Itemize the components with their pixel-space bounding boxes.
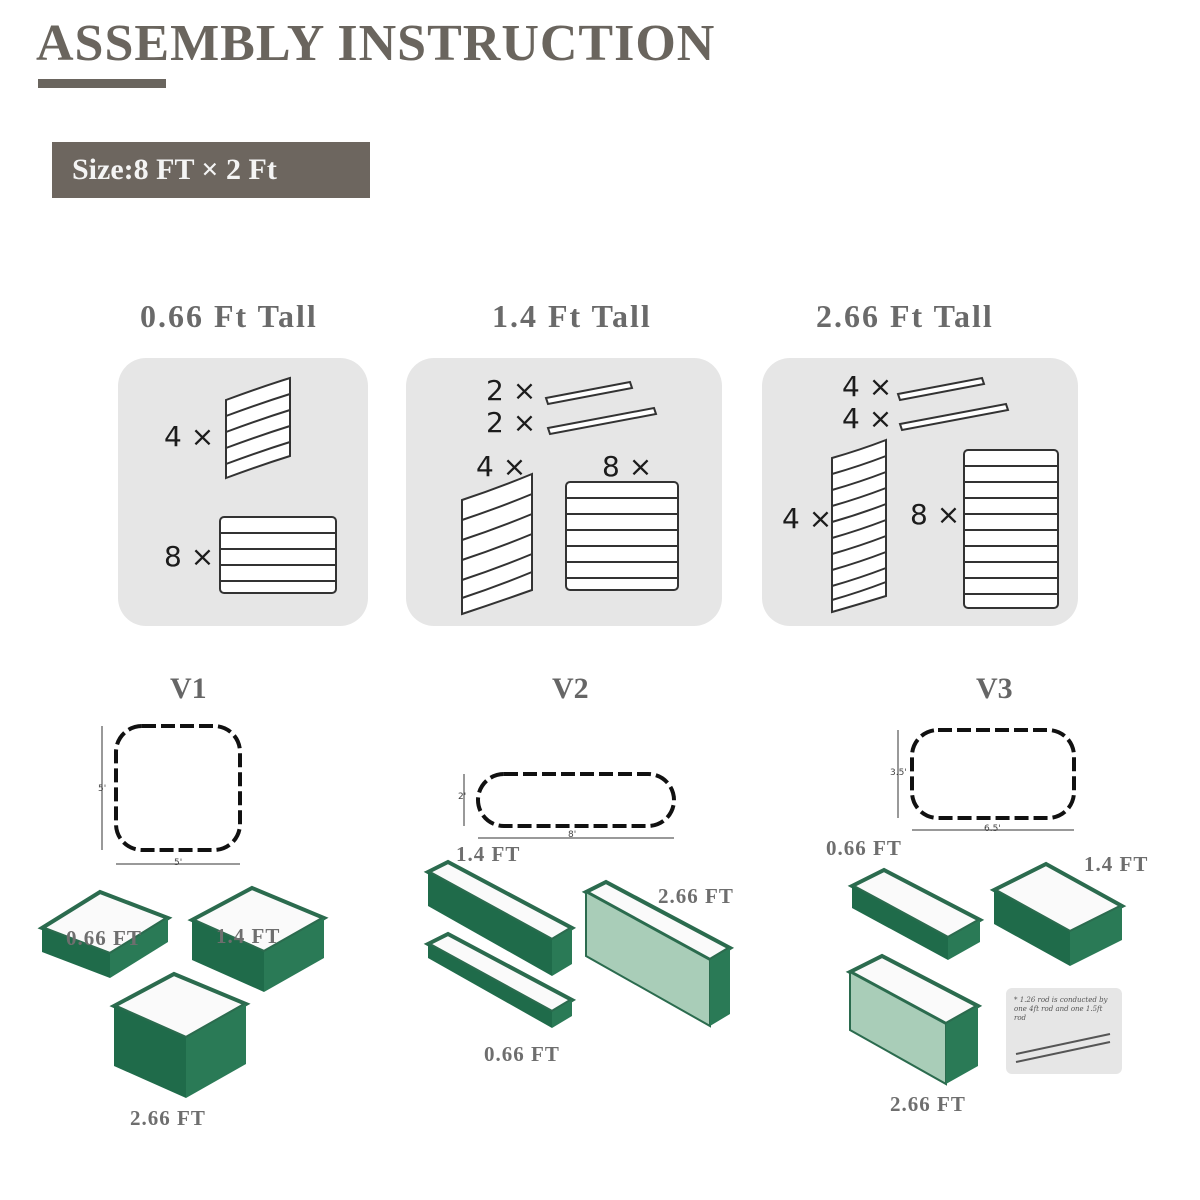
v2-bed-2-label: 0.66 FT [484,1042,560,1066]
v1-bed-short [37,889,173,978]
curved-panel-icon [831,438,887,614]
parts-2-qty-rod-a: 4 × [842,370,893,403]
height-option-2-label: 2.66 Ft Tall [816,298,994,334]
parts-1-qty-rod-a: 2 × [486,374,537,407]
version-1-label: V2 [552,672,589,705]
v3-dim-side: 3.5' [890,768,907,778]
parts-0-qty-curved: 4 × [164,420,215,453]
curved-panel-icon [461,472,533,616]
curved-panel-icon [225,376,291,480]
parts-1-qty-rod-b: 2 × [486,406,537,439]
parts-0-qty-flat: 8 × [164,540,215,573]
v1-bed-0-label: 0.66 FT [66,926,142,950]
v3-bed-tall [845,953,983,1086]
v3-dim-bottom: 6.5' [984,824,1001,834]
v2-bed-1-label: 2.66 FT [658,884,734,908]
flat-panel-icon [565,481,679,591]
v1-bed-medium [187,885,329,992]
v2-bed-short [423,931,577,1028]
v3-bed-short [847,867,985,960]
flat-panel-icon [219,516,337,594]
height-option-1-label: 1.4 Ft Tall [492,298,652,334]
parts-1-qty-flat: 8 × [602,450,653,483]
v1-bed-tall [109,971,251,1098]
v2-bed-tall [581,879,735,1028]
v1-bed-1-label: 1.4 FT [216,924,281,948]
v3-layout-outline [897,728,1076,831]
page-title: ASSEMBLY INSTRUCTION [36,15,716,72]
version-2-label: V3 [976,672,1013,705]
parts-2-qty-flat: 8 × [910,498,961,531]
v1-dim-bottom: 5' [174,858,183,868]
rod-join-icon [1015,1033,1111,1063]
v2-dim-side: 2' [458,792,467,802]
rod-note-text: * 1.26 rod is conducted by one 4ft rod a… [1014,996,1108,1022]
title-underline [38,79,166,88]
v1-layout-outline [101,724,242,865]
parts-2-qty-curved: 4 × [782,502,833,535]
v1-bed-2-label: 2.66 FT [130,1106,206,1130]
rod-icon [544,380,658,436]
version-0-label: V1 [170,672,207,705]
v2-bed-medium [423,859,577,976]
flat-panel-icon [963,449,1059,609]
v3-bed-2-label: 2.66 FT [890,1092,966,1116]
v3-bed-medium [989,861,1127,966]
height-option-0-label: 0.66 Ft Tall [140,298,318,334]
v3-bed-0-label: 0.66 FT [826,836,902,860]
v1-dim-side: 5' [98,784,107,794]
parts-1-qty-curved: 4 × [476,450,527,483]
v2-layout-outline [463,772,676,839]
rod-icon [896,376,1010,432]
size-badge: Size:8 FT × 2 Ft [52,142,370,198]
v2-bed-0-label: 1.4 FT [456,842,521,866]
parts-2-qty-rod-b: 4 × [842,402,893,435]
v2-dim-bottom: 8' [568,830,577,840]
v3-bed-1-label: 1.4 FT [1084,852,1149,876]
